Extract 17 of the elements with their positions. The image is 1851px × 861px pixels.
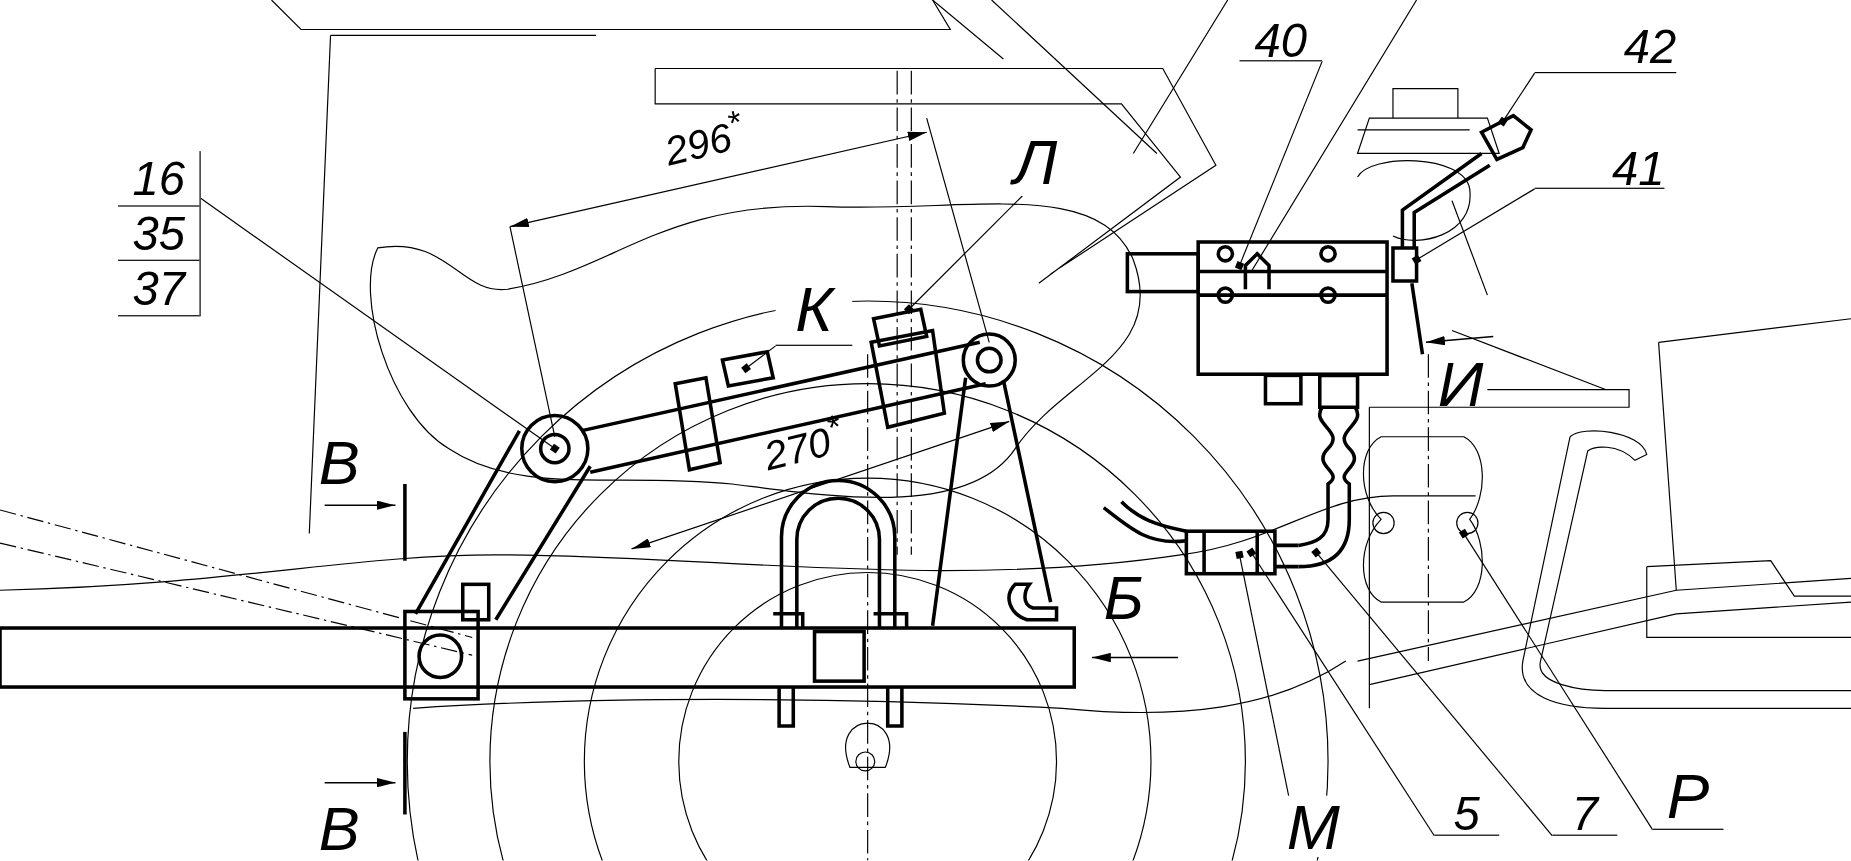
leader-line [741, 345, 777, 374]
view-letter: Б [1103, 566, 1144, 628]
control-lever [1390, 113, 1535, 357]
leader-line [903, 195, 1023, 315]
leader-line [1311, 547, 1553, 837]
leader-line [1234, 60, 1323, 271]
callout-number: 35 [118, 206, 200, 262]
section-letter: В [318, 798, 360, 860]
section-letter: В [318, 432, 360, 494]
leader-line [1458, 528, 1654, 831]
leader-line [200, 197, 560, 454]
callout-number: 16 [118, 151, 200, 207]
callout-number: 37 [118, 261, 200, 317]
leader-line [1411, 188, 1536, 265]
leader-line [1246, 547, 1435, 837]
leader-line [1497, 72, 1536, 127]
view-letter: И [1437, 351, 1484, 416]
